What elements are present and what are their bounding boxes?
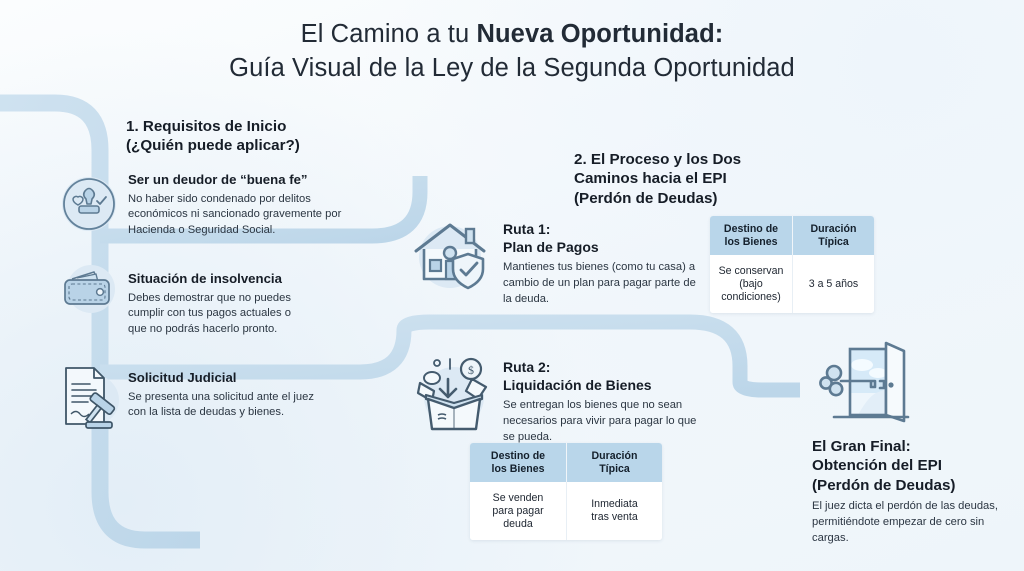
table-cell: 3 a 5 años: [792, 255, 874, 314]
route-title: Ruta 2: Liquidación de Bienes: [503, 359, 652, 393]
svg-text:$: $: [468, 363, 474, 377]
table-row: Se venden para pagar deuda Inmediata tra…: [470, 482, 662, 541]
route-title: Ruta 1: Plan de Pagos: [503, 221, 599, 255]
title-line-2: Guía Visual de la Ley de la Segunda Opor…: [229, 54, 795, 83]
requirement-item-1: Ser un deudor de “buena fe” No haber sid…: [128, 172, 343, 239]
table-cell: Inmediata tras venta: [566, 482, 662, 541]
route-body: Se entregan los bienes que no sean neces…: [503, 399, 697, 444]
route-2-block: Ruta 2: Liquidación de Bienes Se entrega…: [503, 359, 703, 446]
requirement-item-2: Situación de insolvencia Debes demostrar…: [128, 271, 308, 338]
item-title: Ser un deudor de “buena fe”: [128, 172, 308, 187]
route-body: Mantienes tus bienes (como tu casa) a ca…: [503, 261, 696, 306]
route-2-table: Destino de los Bienes Duración Típica Se…: [470, 443, 662, 541]
item-title: Situación de insolvencia: [128, 271, 282, 286]
stamp-seal-icon: [58, 173, 120, 240]
open-box-money-icon: $: [412, 349, 496, 442]
requirement-item-3: Solicitud Judicial Se presenta una solic…: [128, 370, 318, 421]
route-1-table: Destino de los Bienes Duración Típica Se…: [710, 216, 874, 314]
wallet-icon: [58, 258, 120, 321]
table-header-cell: Destino de los Bienes: [710, 216, 792, 256]
item-body: Debes demostrar que no puedes cumplir co…: [128, 291, 291, 336]
item-body: Se presenta una solicitud ante el juez c…: [128, 390, 314, 419]
table-row: Se conservan (bajo condiciones) 3 a 5 añ…: [710, 255, 874, 314]
table-header-cell: Duración Típica: [792, 216, 874, 256]
item-body: No haber sido condenado por delitos econ…: [128, 192, 342, 237]
table-header-cell: Destino de los Bienes: [470, 443, 566, 483]
table-cell: Se venden para pagar deuda: [470, 482, 566, 541]
path-branch-to-final: [100, 314, 800, 398]
page-title: El Camino a tu Nueva Oportunidad: Guía V…: [0, 18, 1024, 86]
table-header-row: Destino de los Bienes Duración Típica: [710, 216, 874, 256]
table-cell: Se conservan (bajo condiciones): [710, 255, 792, 314]
table-header-row: Destino de los Bienes Duración Típica: [470, 443, 662, 483]
document-gavel-icon: [58, 362, 124, 439]
section-1-heading: 1. Requisitos de Inicio (¿Quién puede ap…: [126, 118, 300, 155]
title-line-1: El Camino a tu Nueva Oportunidad:: [0, 18, 1024, 51]
open-door-key-icon: [812, 331, 912, 436]
final-body: El juez dicta el perdón de las deudas, p…: [812, 500, 998, 545]
route-1-block: Ruta 1: Plan de Pagos Mantienes tus bien…: [503, 221, 699, 308]
path-branch-up: [100, 176, 428, 244]
house-shield-icon: [406, 213, 494, 302]
table-header-cell: Duración Típica: [566, 443, 662, 483]
path-trunk: [0, 94, 200, 549]
section-2-heading: 2. El Proceso y los Dos Caminos hacia el…: [574, 151, 742, 207]
item-title: Solicitud Judicial: [128, 370, 237, 385]
title-bold: Nueva Oportunidad:: [476, 20, 724, 48]
final-heading: El Gran Final: Obtención del EPI (Perdón…: [812, 438, 956, 494]
title-plain: El Camino a tu: [300, 20, 477, 48]
